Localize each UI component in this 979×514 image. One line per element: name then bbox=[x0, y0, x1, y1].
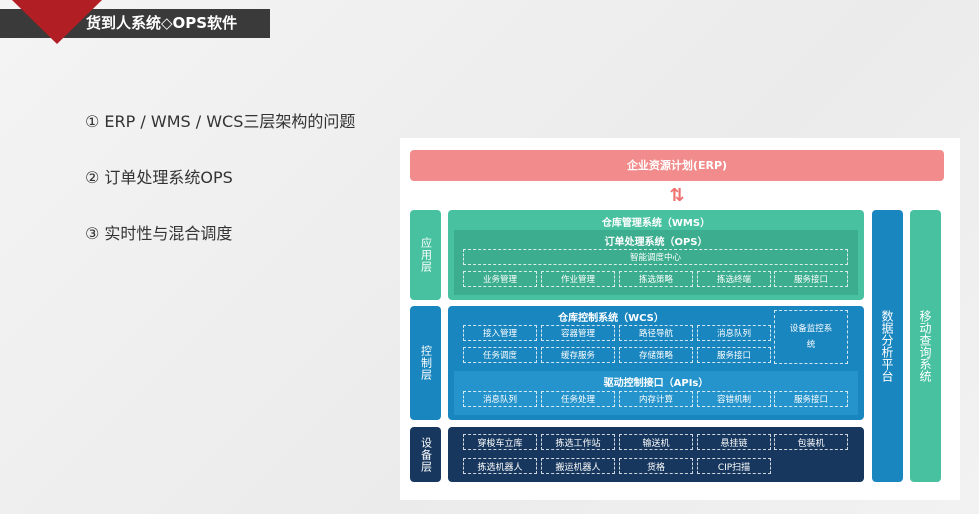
wcs-item: 接入管理 bbox=[463, 325, 537, 341]
device-item: CIP扫描 bbox=[697, 458, 771, 474]
wcs-item: 消息队列 bbox=[697, 325, 771, 341]
ops-item: 作业管理 bbox=[541, 271, 615, 287]
wms-title: 仓库管理系统（WMS） bbox=[601, 218, 711, 229]
data-analysis-platform: 数据分析平台 bbox=[872, 210, 903, 482]
wcs-item: 存储策略 bbox=[619, 347, 693, 363]
layer-control: 控制层 bbox=[410, 306, 441, 420]
layer-device: 设备层 bbox=[410, 427, 441, 482]
api-item: 服务接口 bbox=[774, 391, 848, 407]
page-title: 货到人系统◇OPS软件 bbox=[86, 14, 238, 32]
wms-block: 仓库管理系统（WMS） 订单处理系统（OPS） 智能调度中心 业务管理 作业管理… bbox=[448, 210, 864, 300]
device-block: 穿梭车立库 拣选工作站 输送机 悬挂链 包装机 拣选机器人 搬运机器人 货格 C… bbox=[448, 427, 864, 482]
device-item: 穿梭车立库 bbox=[463, 434, 537, 450]
ops-item: 业务管理 bbox=[463, 271, 537, 287]
api-item: 任务处理 bbox=[541, 391, 615, 407]
ops-block: 订单处理系统（OPS） 智能调度中心 业务管理 作业管理 拣选策略 拣选终端 服… bbox=[454, 230, 858, 295]
mobile-query-system: 移动查询系统 bbox=[910, 210, 941, 482]
api-item: 消息队列 bbox=[463, 391, 537, 407]
wcs-item: 路径导航 bbox=[619, 325, 693, 341]
device-item: 货格 bbox=[619, 458, 693, 474]
erp-bar: 企业资源计划(ERP) bbox=[410, 150, 944, 181]
ops-item: 服务接口 bbox=[774, 271, 848, 287]
wcs-block: 仓库控制系统（WCS） 接入管理 容器管理 路径导航 消息队列 任务调度 缓存服… bbox=[448, 306, 864, 420]
sync-arrows-icon: ⇅ bbox=[669, 185, 685, 206]
wcs-item: 缓存服务 bbox=[541, 347, 615, 363]
apis-title: 驱动控制接口（APIs） bbox=[603, 378, 709, 389]
ops-title: 订单处理系统（OPS） bbox=[604, 237, 708, 248]
device-item: 搬运机器人 bbox=[541, 458, 615, 474]
smart-dispatch-center: 智能调度中心 bbox=[463, 249, 848, 265]
api-item: 容错机制 bbox=[697, 391, 771, 407]
red-triangle-decoration bbox=[12, 0, 102, 44]
ops-item: 拣选终端 bbox=[697, 271, 771, 287]
ops-item: 拣选策略 bbox=[619, 271, 693, 287]
bullet-3: ③ 实时性与混合调度 bbox=[85, 224, 233, 243]
device-monitor-system: 设备监控系统 bbox=[774, 310, 848, 364]
wcs-item: 服务接口 bbox=[697, 347, 771, 363]
device-item: 拣选机器人 bbox=[463, 458, 537, 474]
wcs-title: 仓库控制系统（WCS） bbox=[558, 313, 664, 324]
device-item: 悬挂链 bbox=[697, 434, 771, 450]
device-item: 包装机 bbox=[774, 434, 848, 450]
apis-block: 驱动控制接口（APIs） 消息队列 任务处理 内存计算 容错机制 服务接口 bbox=[454, 371, 858, 415]
layer-app: 应用层 bbox=[410, 210, 441, 300]
api-item: 内存计算 bbox=[619, 391, 693, 407]
bullet-2: ② 订单处理系统OPS bbox=[85, 168, 233, 187]
device-item: 输送机 bbox=[619, 434, 693, 450]
wcs-item: 容器管理 bbox=[541, 325, 615, 341]
bullet-1: ① ERP / WMS / WCS三层架构的问题 bbox=[85, 112, 356, 131]
device-item: 拣选工作站 bbox=[541, 434, 615, 450]
wcs-item: 任务调度 bbox=[463, 347, 537, 363]
